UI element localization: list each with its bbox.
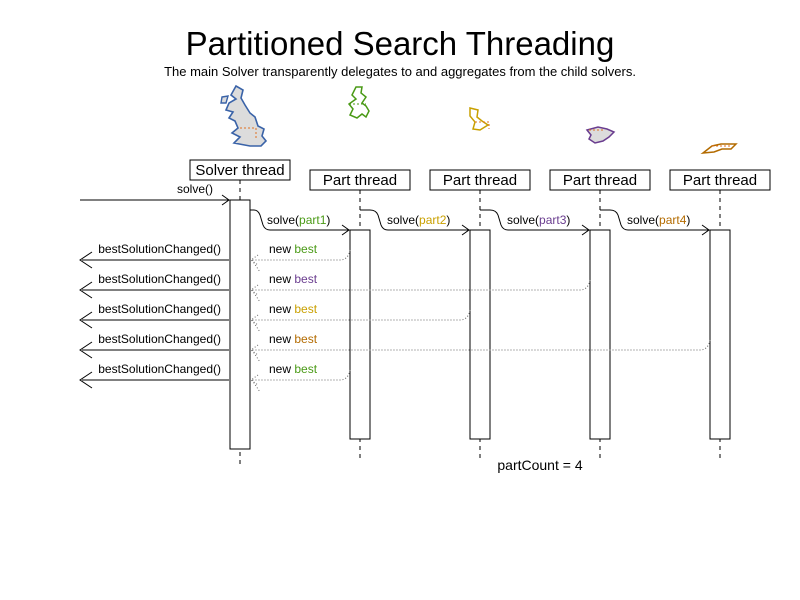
england-south-map-icon	[700, 143, 738, 154]
new-best-label: new best	[269, 242, 318, 256]
solve-call-arrowhead	[221, 194, 230, 206]
solver-thread-label: Solver thread	[195, 162, 284, 179]
part-activation	[349, 229, 371, 440]
solve-part2-label: solve(part2)	[387, 213, 450, 227]
part-thread-3: Part thread	[549, 169, 651, 460]
best-solution-changed-label: bestSolutionChanged()	[98, 332, 221, 346]
best-solution-changed-label: bestSolutionChanged()	[98, 272, 221, 286]
new-best-label: new best	[269, 302, 318, 316]
event-2: new best bestSolutionChanged()	[79, 272, 591, 303]
new-best-label: new best	[269, 332, 318, 346]
solve-part1-label: solve(part1)	[267, 213, 330, 227]
solver-activation	[229, 199, 251, 450]
new-best-label: new best	[269, 272, 318, 286]
uk-map-icon	[220, 84, 268, 147]
solve-part3-label: solve(part3)	[507, 213, 570, 227]
event-5: new best bestSolutionChanged()	[79, 362, 351, 393]
solve-part2-call: solve(part2)	[360, 209, 470, 236]
event-3: new best bestSolutionChanged()	[79, 302, 471, 333]
event-1: new best bestSolutionChanged()	[79, 242, 351, 273]
best-solution-changed-label: bestSolutionChanged()	[98, 242, 221, 256]
part-thread-label: Part thread	[563, 172, 637, 189]
diagram-title: Partitioned Search Threading	[186, 25, 615, 62]
event-4: new best bestSolutionChanged()	[79, 332, 711, 363]
part-thread-label: Part thread	[323, 172, 397, 189]
best-solution-changed-label: bestSolutionChanged()	[98, 362, 221, 376]
best-solution-changed-label: bestSolutionChanged()	[98, 302, 221, 316]
england-east-map-icon	[585, 126, 616, 144]
solve-part3-call: solve(part3)	[480, 209, 590, 236]
part-thread-label: Part thread	[683, 172, 757, 189]
part-thread-label: Part thread	[443, 172, 517, 189]
part-thread-4: Part thread	[669, 169, 771, 460]
part-thread-1: Part thread	[309, 169, 411, 460]
solve-call-label: solve()	[177, 182, 213, 196]
solve-part4-label: solve(part4)	[627, 213, 690, 227]
diagram-subtitle: The main Solver transparently delegates …	[164, 64, 636, 79]
part-activation	[469, 229, 491, 440]
part-thread-2: Part thread	[429, 169, 531, 460]
solve-part1-call: solve(part1)	[250, 209, 350, 236]
solve-part4-call: solve(part4)	[600, 209, 710, 236]
part-activation	[589, 229, 611, 440]
wales-map-icon	[469, 107, 490, 131]
part-activation	[709, 229, 731, 440]
new-best-label: new best	[269, 362, 318, 376]
scotland-map-icon	[347, 86, 370, 119]
part-count-label: partCount = 4	[497, 457, 582, 473]
